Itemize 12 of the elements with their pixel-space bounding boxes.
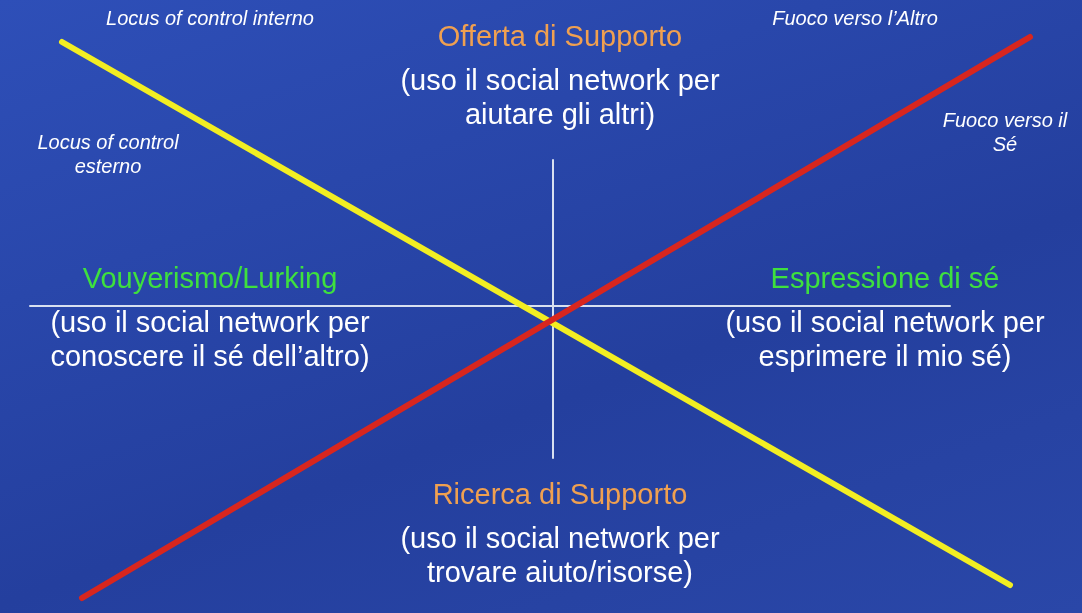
- quadrant-description: (uso il social network per esprimere il mio sé): [724, 305, 1046, 373]
- quadrant-description: (uso il social network per conoscere il sé dell’altro): [49, 305, 371, 373]
- axis-label: Locus of control interno: [105, 6, 315, 30]
- quadrant-heading: Espressione di sé: [769, 262, 1001, 295]
- axis-label: Fuoco verso l’Altro: [771, 6, 939, 30]
- quadrant-heading: Ricerca di Supporto: [431, 478, 689, 511]
- axis-label: Locus of control esterno: [36, 130, 180, 178]
- axis-label: Fuoco verso il Sé: [941, 108, 1069, 156]
- quadrant-description: (uso il social network per trovare aiuto/risorse): [399, 521, 721, 589]
- quadrant-heading: Offerta di Supporto: [436, 20, 684, 53]
- quadrant-heading: Vouyerismo/Lurking: [81, 262, 339, 295]
- quadrant-description: (uso il social network per aiutare gli altri): [399, 63, 721, 131]
